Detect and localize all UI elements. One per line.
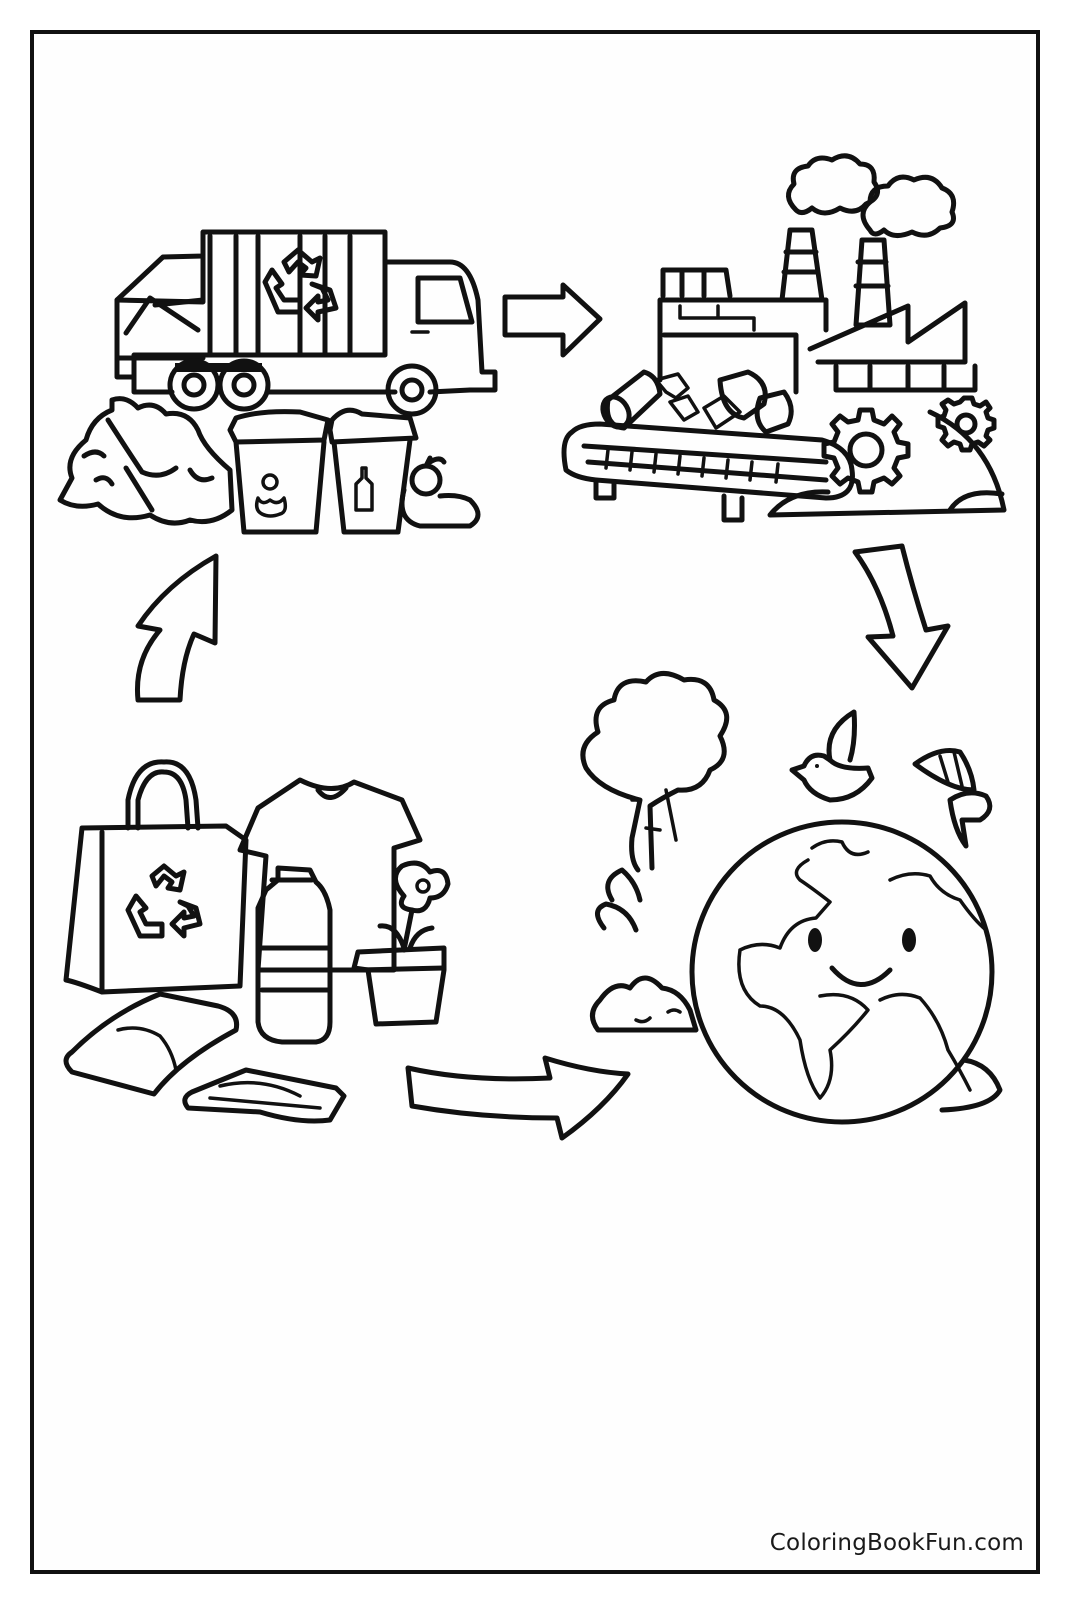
recycle-bin-icon: [227, 409, 331, 535]
apple-icon: [399, 455, 481, 529]
site-credit: ColoringBookFun.com: [769, 1530, 1024, 1556]
arrow-right-icon: [405, 1055, 631, 1141]
arrow-up-icon: [134, 553, 219, 703]
flower-pot-icon: [351, 860, 451, 1027]
smokestack-icon: [779, 227, 825, 303]
recycle-truck-icon: [114, 229, 498, 417]
factory-icon: [657, 153, 978, 395]
butterfly-icon: [912, 748, 993, 849]
bird-icon: [789, 709, 875, 803]
earth-icon: [689, 819, 1003, 1125]
recycle-symbol-icon: [125, 863, 203, 939]
smoke-cloud-icon: [860, 174, 957, 238]
gear-icon: [935, 395, 997, 453]
smokestack-icon: [853, 237, 893, 328]
recycle-symbol-icon: [262, 247, 339, 323]
trash-pile-icon: [57, 396, 235, 526]
folded-clothes-icon: [63, 991, 347, 1124]
bush-icon: [590, 867, 699, 1033]
tree-icon: [580, 671, 730, 873]
hill-icon: [767, 409, 1007, 518]
t-shirt-icon: [237, 777, 423, 973]
gear-icon: [821, 407, 911, 495]
conveyor-belt-icon: [561, 421, 855, 523]
arrow-down-icon: [852, 543, 951, 691]
tote-bag-icon: [63, 759, 249, 995]
bottle-bin-icon: [327, 407, 419, 535]
bottle-icon: [255, 865, 333, 1045]
arrow-right-icon: [502, 282, 603, 358]
smoke-cloud-icon: [786, 153, 881, 216]
cans-icon: [600, 369, 794, 435]
